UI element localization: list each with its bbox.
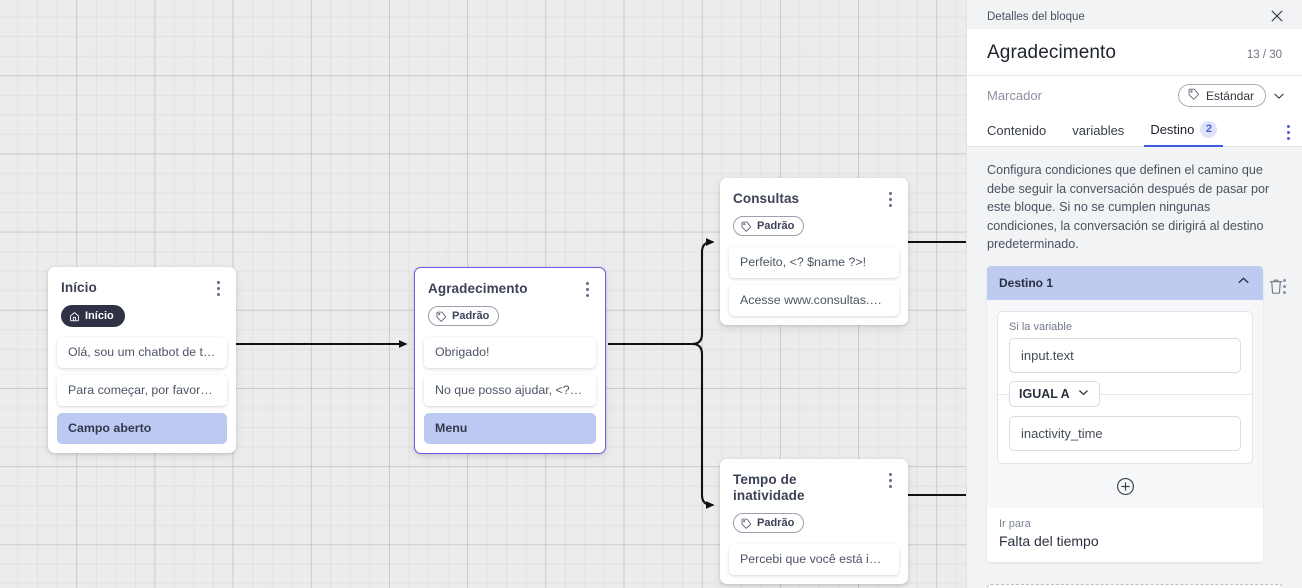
node-pill[interactable]: Percebi que você está inativo. C...: [729, 543, 899, 575]
panel-header: Detalles del bloque: [967, 0, 1302, 29]
edge-branch-consultas: [691, 238, 715, 346]
node-pill[interactable]: No que posso ajudar, <? $name ...: [424, 374, 596, 406]
flow-edges: [236, 238, 966, 509]
condition-label: Si la variable: [1009, 320, 1072, 333]
node-header: Início: [48, 267, 236, 296]
node-tag-row: Padrão: [720, 504, 908, 534]
tab-badge-count: 2: [1200, 121, 1218, 138]
condition-box: Si la variable input.text IGUAL A i: [997, 310, 1253, 464]
tag-icon: [741, 221, 752, 232]
node-badge-label: Início: [85, 310, 114, 322]
node-header: Consultas: [720, 178, 908, 207]
node-pill[interactable]: Campo aberto: [57, 413, 227, 444]
destination-section: Destino 1 Si la variable input.text IGUA…: [967, 265, 1302, 562]
operator-row: IGUAL A: [998, 380, 1252, 407]
tab-label: variables: [1072, 123, 1125, 138]
node-title: Tempo de inatividade: [733, 472, 805, 503]
node-badge-padrao[interactable]: Padrão: [733, 216, 805, 236]
node-tag-row: Padrão: [415, 297, 605, 327]
destination-header-label: Destino 1: [999, 275, 1054, 290]
tag-icon: [1188, 88, 1200, 103]
node-pill[interactable]: Obrigado!: [424, 336, 596, 368]
tag-icon: [436, 311, 447, 322]
block-title-row: Agradecimento 13 / 30: [967, 29, 1302, 76]
panel-tabs: Contenido variables Destino 2: [967, 115, 1302, 147]
chevron-up-icon[interactable]: [1236, 273, 1251, 293]
home-icon: [69, 311, 80, 322]
add-destination-button[interactable]: Agregar destino: [987, 583, 1283, 588]
variable-input[interactable]: input.text: [1009, 337, 1241, 373]
node-title: Início: [61, 280, 97, 295]
trash-icon[interactable]: [1268, 277, 1284, 295]
node-tempo-inatividade[interactable]: Tempo de inatividade Padrão Percebi que …: [720, 459, 908, 584]
node-pill-list: Olá, sou um chatbot de teste! Para começ…: [48, 327, 236, 444]
node-badge-label: Padrão: [757, 517, 795, 529]
operator-select[interactable]: IGUAL A: [1009, 380, 1100, 407]
node-pill-list: Obrigado! No que posso ajudar, <? $name …: [415, 327, 605, 444]
node-pill-list: Percebi que você está inativo. C...: [720, 534, 908, 575]
node-pill[interactable]: Acesse www.consultas.com par...: [729, 284, 899, 316]
marker-chip[interactable]: Estándar: [1177, 84, 1266, 107]
goto-value: Falta del tiempo: [999, 532, 1099, 549]
node-menu-button[interactable]: [881, 189, 899, 209]
flow-canvas[interactable]: Início Início Olá, sou um chatbot de tes…: [0, 0, 966, 588]
node-pill[interactable]: Para começar, por favor digite o ...: [57, 375, 227, 406]
node-menu-button[interactable]: [881, 470, 899, 490]
destination-card: Destino 1 Si la variable input.text IGUA…: [987, 265, 1286, 562]
tab-contenido[interactable]: Contenido: [987, 123, 1046, 146]
panel-header-title: Detalles del bloque: [987, 10, 1085, 23]
destination-description: Configura condiciones que definen el cam…: [967, 147, 1302, 266]
goto-text-group: Ir para Falta del tiempo: [999, 517, 1099, 551]
block-details-panel: Detalles del bloque Agradecimento 13 / 3…: [966, 0, 1302, 588]
node-menu-button[interactable]: [578, 279, 596, 299]
tab-label: Destino: [1150, 122, 1195, 137]
node-badge-padrao[interactable]: Padrão: [428, 306, 500, 326]
marker-chip-label: Estándar: [1205, 88, 1254, 103]
node-inicio[interactable]: Início Início Olá, sou um chatbot de tes…: [48, 267, 236, 453]
node-badge-inicio[interactable]: Início: [61, 305, 125, 327]
add-condition-row: [987, 464, 1263, 508]
destination-header[interactable]: Destino 1: [987, 265, 1263, 300]
tab-destino[interactable]: Destino 2: [1144, 121, 1224, 147]
plus-circle-icon[interactable]: [1115, 476, 1136, 497]
node-badge-label: Padrão: [757, 220, 795, 232]
node-badge-padrao[interactable]: Padrão: [733, 513, 805, 533]
panel-body: Agradecimento 13 / 30 Marcador Estándar: [967, 29, 1302, 266]
chevron-down-icon[interactable]: [1272, 89, 1286, 103]
node-tag-row: Padrão: [720, 207, 908, 237]
marker-label: Marcador: [987, 88, 1042, 103]
node-pill-list: Perfeito, <? $name ?>! Acesse www.consul…: [720, 237, 908, 316]
marker-controls: Estándar: [1177, 84, 1286, 107]
edge-branch-inatividade: [691, 342, 715, 509]
chevron-down-icon: [1077, 386, 1090, 402]
node-menu-button[interactable]: [209, 278, 227, 298]
node-header: Agradecimento: [415, 268, 605, 297]
marker-row: Marcador Estándar: [967, 76, 1302, 115]
goto-label: Ir para: [999, 517, 1031, 530]
node-header: Tempo de inatividade: [720, 459, 908, 504]
operator-label: IGUAL A: [1019, 386, 1070, 401]
node-consultas[interactable]: Consultas Padrão Perfeito, <? $name ?>! …: [720, 178, 908, 325]
close-icon[interactable]: [1268, 7, 1286, 25]
page-title: Agradecimento: [987, 42, 1117, 63]
node-title: Agradecimento: [428, 281, 528, 296]
node-pill[interactable]: Menu: [424, 412, 596, 444]
node-badge-label: Padrão: [452, 310, 490, 322]
tabs-overflow-menu[interactable]: [1287, 125, 1290, 140]
node-tag-row: Início: [48, 296, 236, 327]
node-pill[interactable]: Olá, sou um chatbot de teste!: [57, 337, 227, 368]
node-title: Consultas: [733, 191, 800, 206]
char-counter: 13 / 30: [1246, 49, 1282, 61]
tab-variables[interactable]: variables: [1072, 123, 1124, 146]
tab-label: Contenido: [987, 123, 1047, 138]
compare-value-input[interactable]: inactivity_time: [1009, 415, 1241, 451]
node-pill[interactable]: Perfeito, <? $name ?>!: [729, 246, 899, 278]
tag-icon: [741, 518, 752, 529]
goto-row[interactable]: Ir para Falta del tiempo: [987, 279, 1286, 562]
node-agradecimento[interactable]: Agradecimento Padrão Obrigado! No que po…: [414, 267, 606, 454]
